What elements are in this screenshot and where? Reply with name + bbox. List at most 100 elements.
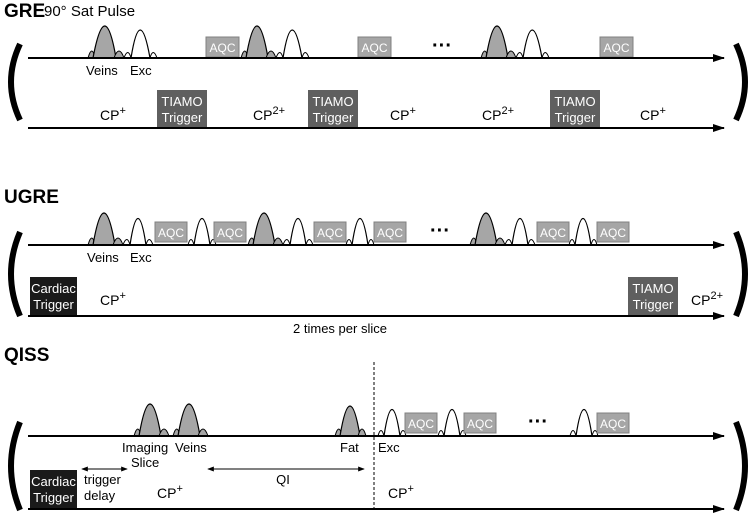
tiamo-label-line2: Trigger [555, 110, 596, 125]
aqc-block [313, 221, 347, 243]
cardiac-label-line1: Cardiac [31, 474, 76, 489]
aqc-block [154, 221, 188, 243]
qiss-cardiac-trigger: Cardiac Trigger [30, 470, 77, 508]
exc-pulse [511, 218, 529, 246]
exc-pulse-sidelobe [590, 239, 598, 246]
gre-aqc-block: AQC [599, 36, 634, 58]
gre-cp-label: CP+ [640, 105, 666, 123]
ugre-aqc-block: AQC [313, 221, 347, 243]
exc-pulse-sidelobe [282, 239, 291, 246]
exc-pulse [130, 29, 151, 59]
aqc-block [213, 221, 247, 243]
right-parenthesis [733, 230, 748, 318]
exc-pulse-sidelobe [145, 239, 154, 246]
ugre-exc-pulse [187, 218, 217, 246]
gre-sat-pulse-label: 90° Sat Pulse [44, 3, 135, 20]
aqc-block [596, 412, 630, 434]
ugre-cardiac-trigger: Cardiac Trigger [30, 277, 77, 315]
gre-cp-label: CP+ [390, 105, 416, 123]
qiss-aqc-block: AQC [404, 412, 438, 434]
exc-pulse [574, 218, 592, 246]
exc-pulse-sidelobe [459, 430, 467, 437]
exc-pulse-sidelobe [123, 52, 132, 59]
aqc-label: AQC [467, 417, 493, 431]
ugre-ellipsis: ··· [430, 220, 450, 242]
ugre-aqc-block: AQC [213, 221, 247, 243]
aqc-label: AQC [361, 41, 387, 55]
exc-pulse-sidelobe [504, 239, 513, 246]
qiss-aqc-block: AQC [463, 412, 497, 434]
aqc-block [373, 221, 407, 243]
aqc-block [463, 412, 497, 434]
aqc-label: AQC [600, 226, 626, 240]
gre-ellipsis: ··· [432, 35, 452, 57]
tiamo-trigger-box [628, 277, 678, 315]
gre-tiamo-trigger: TIAMO Trigger [550, 90, 600, 128]
exc-pulse [443, 409, 461, 437]
exc-pulse-sidelobe [515, 52, 524, 59]
exc-pulse-sidelobe [591, 430, 599, 437]
cardiac-label-line2: Trigger [33, 297, 74, 312]
tiamo-trigger-box [308, 90, 358, 128]
gre-cp-label: CP2+ [482, 105, 514, 123]
tiamo-label-line1: TIAMO [554, 94, 595, 109]
gre-veins-label: Veins [86, 63, 118, 78]
ugre-aqc-block: AQC [536, 221, 570, 243]
exc-pulse-sidelobe [527, 239, 536, 246]
qiss-slice-label: Slice [131, 455, 159, 470]
ugre-aqc-block: AQC [596, 221, 630, 243]
right-parenthesis [733, 42, 748, 122]
sat-pulse [485, 25, 509, 59]
gre-aqc-block: AQC [357, 36, 392, 58]
exc-pulse [289, 218, 307, 246]
exc-pulse-sidelobe [209, 239, 217, 246]
qiss-exc-pulse [377, 409, 407, 437]
exc-pulse [575, 409, 593, 437]
qiss-veins-label: Veins [175, 440, 207, 455]
exc-pulse [351, 218, 369, 246]
sat-pulse [92, 25, 117, 59]
gre-pulse-group-1 [87, 25, 158, 59]
tiamo-trigger-box [550, 90, 600, 128]
sat-pulse [92, 212, 116, 246]
exc-pulse-sidelobe [275, 52, 284, 59]
exc-pulse [282, 29, 303, 59]
aqc-block [404, 412, 438, 434]
qiss-imaging-slice-pulse [133, 403, 170, 437]
ugre-pulse-group-3 [469, 212, 536, 246]
gre-tiamo-trigger: TIAMO Trigger [157, 90, 207, 128]
aqc-label: AQC [209, 41, 235, 55]
ugre-exc-pulse [568, 218, 598, 246]
qiss-title: QISS [4, 345, 49, 366]
exc-pulse-sidelobe [149, 52, 158, 59]
ugre-cp-label: CP+ [100, 290, 126, 308]
aqc-label: AQC [603, 41, 629, 55]
ugre-title: UGRE [4, 187, 59, 208]
gre-cp-label: CP2+ [253, 105, 285, 123]
qiss-imaging-label: Imaging [122, 440, 168, 455]
tiamo-trigger-box [157, 90, 207, 128]
exc-pulse-sidelobe [301, 52, 310, 59]
exc-pulse [129, 218, 147, 246]
exc-pulse [522, 29, 543, 59]
exc-pulse-sidelobe [541, 52, 550, 59]
gre-pulse-group-3 [480, 25, 550, 59]
tiamo-label-line1: TIAMO [632, 281, 673, 296]
cardiac-label-line1: Cardiac [31, 281, 76, 296]
exc-pulse-sidelobe [345, 239, 353, 246]
tiamo-label-line2: Trigger [633, 297, 674, 312]
qiss-veins-pulse [172, 403, 209, 437]
right-parenthesis [733, 420, 748, 512]
aqc-label: AQC [217, 226, 243, 240]
qiss-section: QISS AQC [4, 345, 748, 513]
gre-exc-label: Exc [130, 63, 152, 78]
fat-sat-pulse [339, 405, 361, 437]
ugre-veins-label: Veins [87, 250, 119, 265]
left-parenthesis [8, 230, 23, 318]
qiss-ellipsis: ··· [528, 411, 548, 433]
exc-pulse-sidelobe [122, 239, 131, 246]
cardiac-label-line2: Trigger [33, 490, 74, 505]
exc-pulse-sidelobe [187, 239, 195, 246]
exc-pulse [383, 409, 401, 437]
